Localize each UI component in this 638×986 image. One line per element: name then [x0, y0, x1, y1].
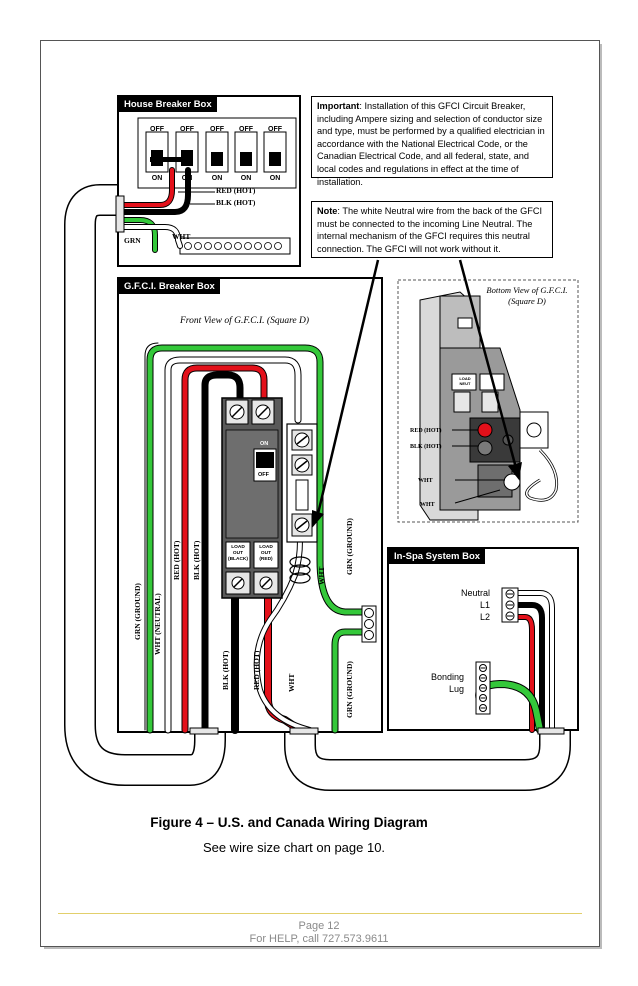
t-blk1-label: BLK (HOT): [192, 540, 201, 580]
house-bus-bar: [179, 237, 291, 255]
breaker-off-label: OFF: [239, 126, 254, 133]
footer-help: For HELP, call 727.573.9611: [249, 933, 389, 945]
house-box-title: House Breaker Box: [119, 97, 217, 112]
breaker-off-label: OFF: [180, 126, 195, 133]
bottom-view-title-line2: (Square D): [508, 296, 546, 306]
house-wht-label: WHT: [172, 232, 191, 241]
breaker-off-label: OFF: [268, 126, 283, 133]
pigtail-coil: [289, 556, 311, 584]
gfci-wires: [144, 342, 369, 734]
load-out-red-label: LOAD OUT (RED): [259, 545, 273, 562]
t-blk2-label: BLK (HOT): [221, 650, 230, 690]
front-view-label: Front View of G.F.C.I. (Square D): [180, 316, 310, 326]
breaker-on-label: ON: [152, 175, 163, 182]
house-red-hot-label: RED (HOT): [216, 186, 256, 195]
conduit: [64, 184, 571, 791]
spa-terminals: [501, 587, 519, 623]
t-bv-blk-label: BLK (HOT): [410, 443, 442, 450]
spa-lug-label: Lug: [448, 684, 464, 694]
page-frame: [40, 40, 602, 949]
t-bv-wht2-label: WHT: [420, 502, 435, 508]
spa-bonding-label: Bonding: [430, 672, 464, 682]
breaker-on-label: ON: [270, 175, 281, 182]
house-blk-hot-label: BLK (HOT): [216, 198, 256, 207]
neutral-note-label: Note: [317, 206, 338, 216]
callout-arrows: [312, 259, 522, 528]
load-neut-label: LOAD NEUT: [459, 376, 471, 386]
house-grn-label: GRN: [124, 236, 141, 245]
bottom-view-title-line1: Bottom View of G.F.C.I.: [486, 285, 568, 295]
t-grn3-label: GRN (GROUND): [345, 661, 354, 718]
bottom-view-breaker: [419, 291, 559, 521]
gfci-ground-bar: [361, 605, 377, 643]
spa-bonding-lug: [475, 661, 491, 715]
important-note-label: Important: [317, 101, 360, 111]
gfci-breaker: [221, 397, 283, 599]
spa-l2-label: L2: [479, 612, 490, 622]
figure-title: Figure 4 – U.S. and Canada Wiring Diagra…: [150, 815, 428, 830]
figure-subtitle: See wire size chart on page 10.: [202, 840, 386, 855]
important-note-text: : Installation of this GFCI Circuit Brea…: [317, 101, 545, 187]
t-grn1-label: GRN (GROUND): [133, 583, 142, 640]
gfci-box-title: G.F.C.I. Breaker Box: [119, 279, 220, 294]
spa-neutral-label: Neutral: [460, 588, 490, 598]
neutral-note: Note: The white Neutral wire from the ba…: [311, 201, 553, 258]
spa-box-title: In-Spa System Box: [389, 549, 486, 564]
t-wht1-label: WHT (NEUTRAL): [153, 593, 162, 655]
breaker-3: [205, 131, 229, 173]
breaker-off-label: OFF: [210, 126, 225, 133]
t-bv-wht1-label: WHT: [418, 478, 433, 484]
breaker-on-label: ON: [241, 175, 252, 182]
gfci-off-label: OFF: [258, 472, 269, 478]
breaker-1: [145, 131, 169, 173]
footer-page: Page 12: [298, 920, 340, 932]
t-bv-red-label: RED (HOT): [410, 427, 442, 434]
breaker-off-label: OFF: [150, 126, 165, 133]
t-wht2-label: WHT: [287, 674, 296, 692]
t-wht3-label: WHT: [317, 567, 326, 585]
important-note: Important: Installation of this GFCI Cir…: [311, 96, 553, 187]
t-red1-label: RED (HOT): [172, 540, 181, 580]
neutral-note-text: : The white Neutral wire from the back o…: [317, 206, 543, 254]
footer-rule: [58, 913, 582, 914]
gfci-on-label: ON: [260, 441, 269, 447]
breaker-on-label: ON: [212, 175, 223, 182]
house-breakers: [145, 131, 287, 173]
breaker-2: [175, 131, 199, 173]
bottom-view-title: Bottom View of G.F.C.I. (Square D): [478, 285, 576, 307]
breaker-5: [263, 131, 287, 173]
load-out-black-label: LOAD OUT (BLACK): [228, 545, 248, 562]
spa-l1-label: L1: [479, 600, 490, 610]
t-red2-label: RED (HOT): [252, 650, 261, 690]
breaker-4: [234, 131, 258, 173]
t-grn2-label: GRN (GROUND): [345, 518, 354, 575]
